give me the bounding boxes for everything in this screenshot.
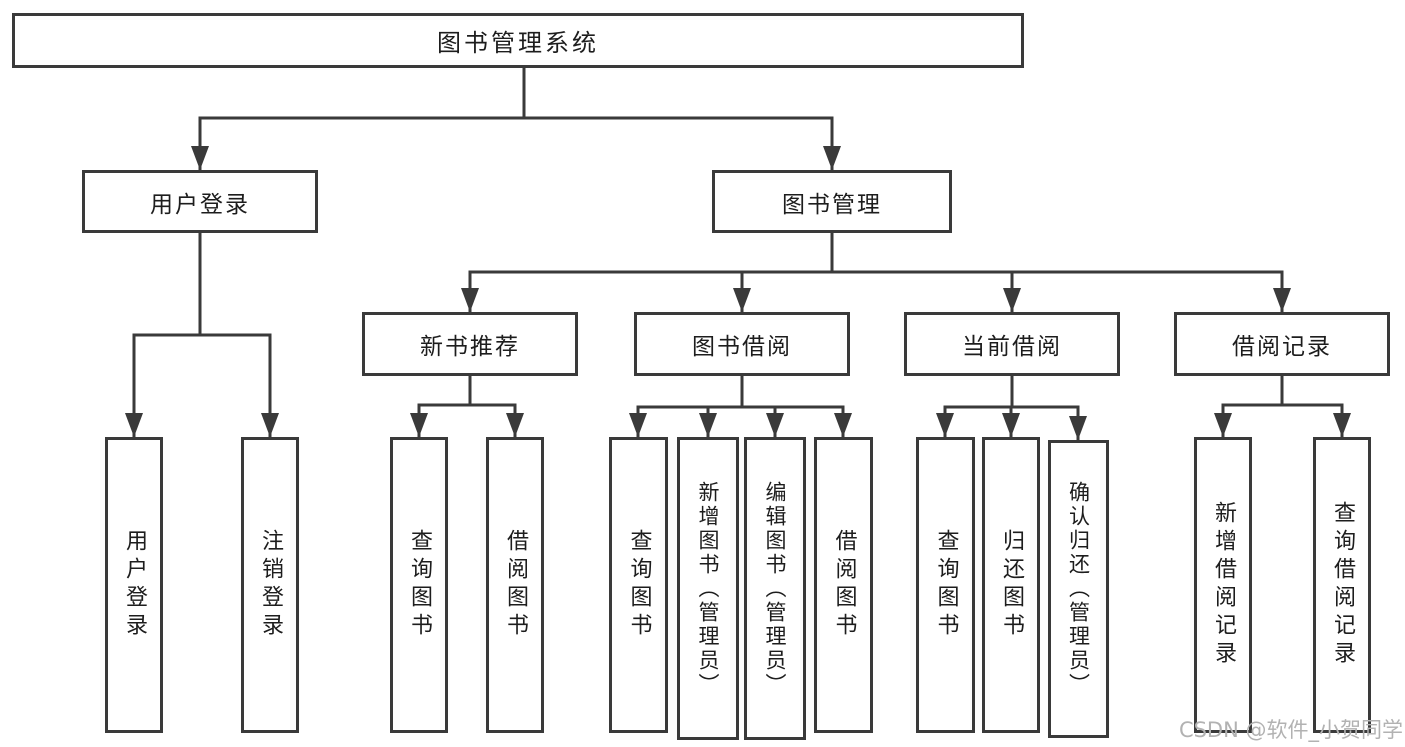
leaf-borrow-edit-book-admin: 编辑图书（管理员）	[744, 437, 806, 740]
connector-bookmgmt-to-level3	[461, 233, 1291, 312]
node-book-borrow: 图书借阅	[634, 312, 850, 376]
leaf-borrow-add-book-admin: 新增图书（管理员）	[677, 437, 739, 740]
node-current-borrow: 当前借阅	[904, 312, 1120, 376]
leaf-borrow-query-book: 查询图书	[609, 437, 668, 733]
leaf-record-add-borrow-record: 新增借阅记录	[1194, 437, 1252, 733]
connector-current-to-leaves	[936, 376, 1087, 440]
node-new-book-recommend: 新书推荐	[362, 312, 578, 376]
node-borrow-record: 借阅记录	[1174, 312, 1390, 376]
connector-userlogin-to-leaves	[125, 233, 279, 437]
leaf-record-query-borrow-record: 查询借阅记录	[1313, 437, 1371, 733]
leaf-user-login: 用户登录	[105, 437, 163, 733]
connector-recommend-to-leaves	[410, 376, 524, 437]
leaf-recommend-query-book: 查询图书	[390, 437, 448, 733]
leaf-logout: 注销登录	[241, 437, 299, 733]
connector-borrow-to-leaves	[629, 376, 852, 437]
node-book-management: 图书管理	[712, 170, 952, 233]
node-user-login: 用户登录	[82, 170, 318, 233]
leaf-current-confirm-return-admin: 确认归还（管理员）	[1048, 440, 1109, 738]
connector-root-to-level2	[191, 68, 841, 170]
csdn-watermark: CSDN @软件_小贺同学	[1178, 718, 1403, 742]
leaf-borrow-borrow-book: 借阅图书	[814, 437, 873, 733]
connector-record-to-leaves	[1214, 376, 1351, 437]
leaf-recommend-borrow-book: 借阅图书	[486, 437, 544, 733]
leaf-current-query-book: 查询图书	[916, 437, 975, 733]
node-library-management-system: 图书管理系统	[12, 13, 1024, 68]
leaf-current-return-book: 归还图书	[982, 437, 1040, 733]
